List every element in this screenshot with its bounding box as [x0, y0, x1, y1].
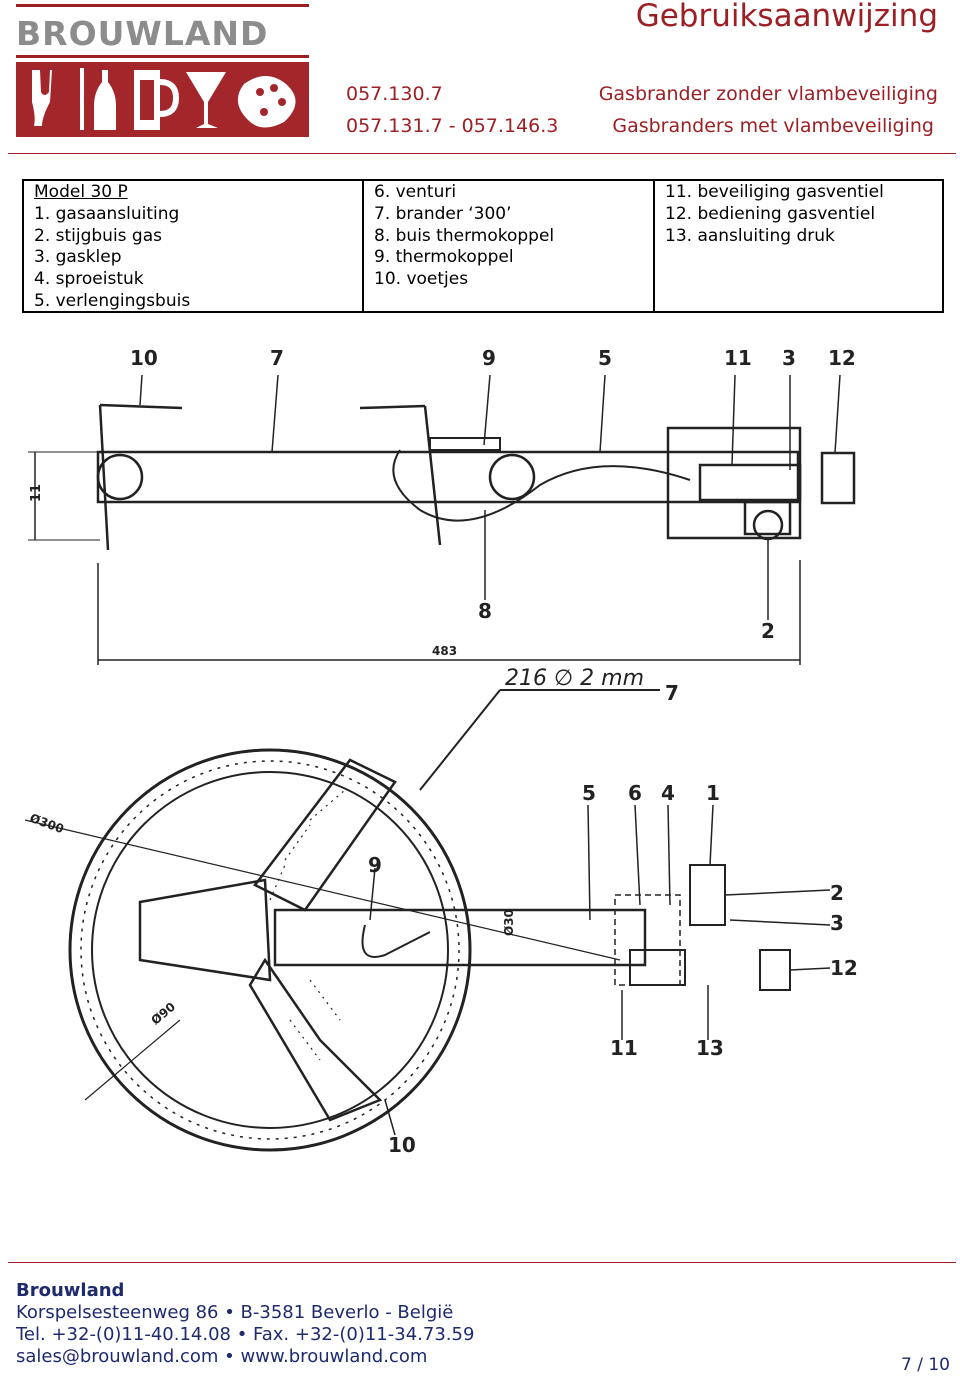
legend-item: 7. brander ‘300’	[374, 203, 512, 224]
legend-item: 1. gasaansluiting	[34, 203, 180, 224]
legend-item: 10. voetjes	[374, 269, 469, 290]
callout-label: 2	[761, 619, 775, 643]
legend-item: 9. thermokoppel	[374, 247, 514, 268]
diameter-note: 216 ∅ 2 mm	[505, 666, 644, 691]
legend-item: 12. bediening gasventiel	[665, 203, 876, 224]
callout-label: 9	[482, 346, 496, 370]
legend-item: 3. gasklep	[34, 247, 122, 268]
article-code: 057.130.7	[346, 83, 443, 105]
callout-label: 6	[628, 781, 642, 805]
callout-label: 1	[706, 781, 720, 805]
legend-item: 4. sproeistuk	[34, 269, 144, 290]
callout-label: 7	[270, 346, 284, 370]
legend-item: 11. beveiliging gasventiel	[665, 182, 884, 202]
article-code: 057.131.7 - 057.146.3	[346, 115, 559, 137]
callout-label: 10	[130, 346, 158, 370]
callout-label: 9	[368, 853, 382, 877]
legend-column: 6. venturi 7. brander ‘300’ 8. buis ther…	[364, 181, 655, 311]
callout-label: 7	[665, 681, 679, 705]
callout-label: 3	[782, 346, 796, 370]
callout-label: 10	[388, 1133, 416, 1157]
dimension-label: Ø90	[148, 1000, 178, 1028]
footer-address: Korspelsesteenweg 86 • B-3581 Beverlo - …	[16, 1302, 454, 1323]
callout-label: 12	[828, 346, 856, 370]
dimension-label: 11	[29, 484, 44, 502]
callout-label: 5	[582, 781, 596, 805]
footer-divider	[8, 1262, 956, 1263]
plan-view	[24, 748, 831, 1152]
callout-label: 11	[724, 346, 752, 370]
callout-label: 3	[830, 911, 844, 935]
legend-model-title: Model 30 P	[34, 182, 128, 202]
callout-label: 5	[598, 346, 612, 370]
header-divider	[8, 153, 956, 154]
dimension-label: 483	[432, 644, 457, 658]
legend-item: 5. verlengingsbuis	[34, 290, 191, 311]
footer-phone: Tel. +32-(0)11-40.14.08 • Fax. +32-(0)11…	[16, 1324, 475, 1345]
callout-label: 2	[830, 881, 844, 905]
document-title: Gebruiksaanwijzing	[635, 0, 938, 34]
article-description: Gasbranders met vlambeveiliging	[612, 115, 934, 137]
brand-logo-wordmark: BROUWLAND	[16, 14, 269, 53]
legend-item: 6. venturi	[374, 182, 457, 202]
logo-rule	[16, 55, 309, 58]
legend-item: 2. stijgbuis gas	[34, 225, 162, 246]
dimension-label: Ø300	[28, 811, 66, 836]
callout-label: 13	[696, 1036, 724, 1060]
legend-item: 8. buis thermokoppel	[374, 225, 555, 246]
footer-web-link[interactable]: sales@brouwland.com • www.brouwland.com	[16, 1346, 428, 1367]
footer-company: Brouwland	[16, 1280, 125, 1301]
dimension-label: Ø30	[502, 909, 516, 936]
side-view	[28, 374, 856, 665]
callout-label: 4	[661, 781, 675, 805]
legend-column: Model 30 P 1. gasaansluiting 2. stijgbui…	[24, 181, 364, 311]
logo-rule	[16, 4, 309, 7]
brewing-icons	[32, 68, 296, 130]
legend-item: 13. aansluiting druk	[665, 225, 835, 246]
callout-label: 8	[478, 599, 492, 623]
callout-label: 11	[610, 1036, 638, 1060]
logo-panel	[16, 62, 309, 137]
article-description: Gasbrander zonder vlambeveiliging	[598, 83, 938, 105]
callout-label: 12	[830, 956, 858, 980]
burner-technical-drawing: 10 7 9 5 11 3 12 8 2 11 483 216 ∅ 2 mm 7	[24, 346, 858, 1157]
page-number: 7 / 10	[901, 1355, 950, 1375]
legend-column: 11. beveiliging gasventiel 12. bediening…	[655, 181, 942, 311]
parts-legend-table: Model 30 P 1. gasaansluiting 2. stijgbui…	[22, 179, 944, 313]
